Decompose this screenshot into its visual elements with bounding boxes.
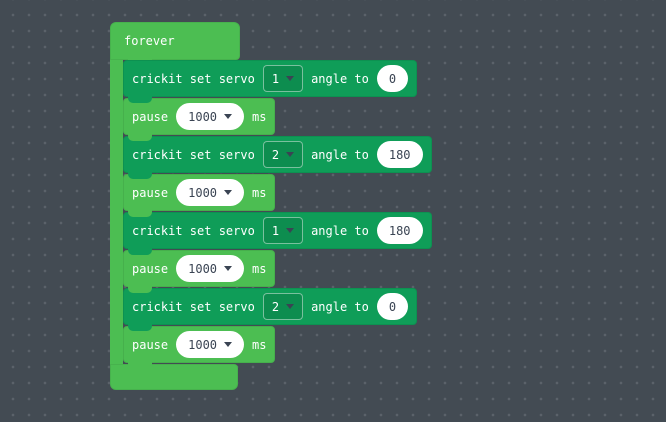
block-label: pause	[132, 185, 169, 200]
block-label: pause	[132, 261, 169, 276]
pause-duration-value: 1000	[188, 185, 218, 200]
crickit-set-servo-block[interactable]: crickit set servo 2 angle to 180	[123, 136, 432, 179]
servo-number-dropdown[interactable]: 2	[262, 293, 304, 320]
forever-block-body: crickit set servo 1 angle to 0 pause 100…	[123, 60, 432, 369]
block-label: crickit set servo	[132, 147, 255, 162]
dropdown-arrow-icon	[286, 152, 295, 157]
block-label: pause	[132, 109, 169, 124]
block-label: ms	[252, 185, 267, 200]
dropdown-arrow-icon	[286, 76, 295, 81]
pause-block[interactable]: pause 1000 ms	[123, 98, 276, 141]
block-label: crickit set servo	[132, 299, 255, 314]
block-label: crickit set servo	[132, 223, 255, 238]
pause-duration-value: 1000	[188, 261, 218, 276]
block-label: ms	[252, 337, 267, 352]
servo-number-value: 2	[271, 147, 280, 162]
angle-value-field[interactable]: 0	[376, 293, 409, 320]
block-label: ms	[252, 109, 267, 124]
block-label: angle to	[311, 299, 369, 314]
angle-value: 180	[388, 147, 411, 162]
angle-value-field[interactable]: 180	[376, 141, 423, 168]
angle-value-field[interactable]: 180	[376, 217, 423, 244]
servo-number-value: 1	[271, 71, 280, 86]
angle-value: 0	[388, 299, 397, 314]
servo-number-dropdown[interactable]: 1	[262, 217, 304, 244]
forever-block-spine	[110, 60, 123, 364]
angle-value-field[interactable]: 0	[376, 65, 409, 92]
pause-duration-dropdown[interactable]: 1000	[176, 331, 245, 358]
pause-duration-dropdown[interactable]: 1000	[176, 179, 245, 206]
pause-duration-value: 1000	[188, 109, 218, 124]
forever-loop-block[interactable]: crickit set servo 1 angle to 0 pause 100…	[110, 22, 432, 390]
block-label: crickit set servo	[132, 71, 255, 86]
crickit-set-servo-block[interactable]: crickit set servo 1 angle to 180	[123, 212, 432, 255]
angle-value: 180	[388, 223, 411, 238]
servo-number-value: 1	[271, 223, 280, 238]
pause-block[interactable]: pause 1000 ms	[123, 326, 276, 369]
dropdown-arrow-icon	[224, 342, 233, 347]
block-label: pause	[132, 337, 169, 352]
pause-block[interactable]: pause 1000 ms	[123, 174, 276, 217]
dropdown-arrow-icon	[224, 114, 233, 119]
pause-block[interactable]: pause 1000 ms	[123, 250, 276, 293]
block-label: angle to	[311, 223, 369, 238]
pause-duration-value: 1000	[188, 337, 218, 352]
block-label: angle to	[311, 147, 369, 162]
forever-block-header[interactable]: forever	[110, 22, 240, 66]
crickit-set-servo-block[interactable]: crickit set servo 2 angle to 0	[123, 288, 418, 331]
dropdown-arrow-icon	[224, 266, 233, 271]
block-label: ms	[252, 261, 267, 276]
servo-number-value: 2	[271, 299, 280, 314]
forever-label: forever	[124, 34, 175, 48]
servo-number-dropdown[interactable]: 1	[262, 65, 304, 92]
angle-value: 0	[388, 71, 397, 86]
pause-duration-dropdown[interactable]: 1000	[176, 255, 245, 282]
dropdown-arrow-icon	[286, 228, 295, 233]
dropdown-arrow-icon	[224, 190, 233, 195]
pause-duration-dropdown[interactable]: 1000	[176, 103, 245, 130]
dropdown-arrow-icon	[286, 304, 295, 309]
block-label: angle to	[311, 71, 369, 86]
servo-number-dropdown[interactable]: 2	[262, 141, 304, 168]
crickit-set-servo-block[interactable]: crickit set servo 1 angle to 0	[123, 60, 418, 103]
